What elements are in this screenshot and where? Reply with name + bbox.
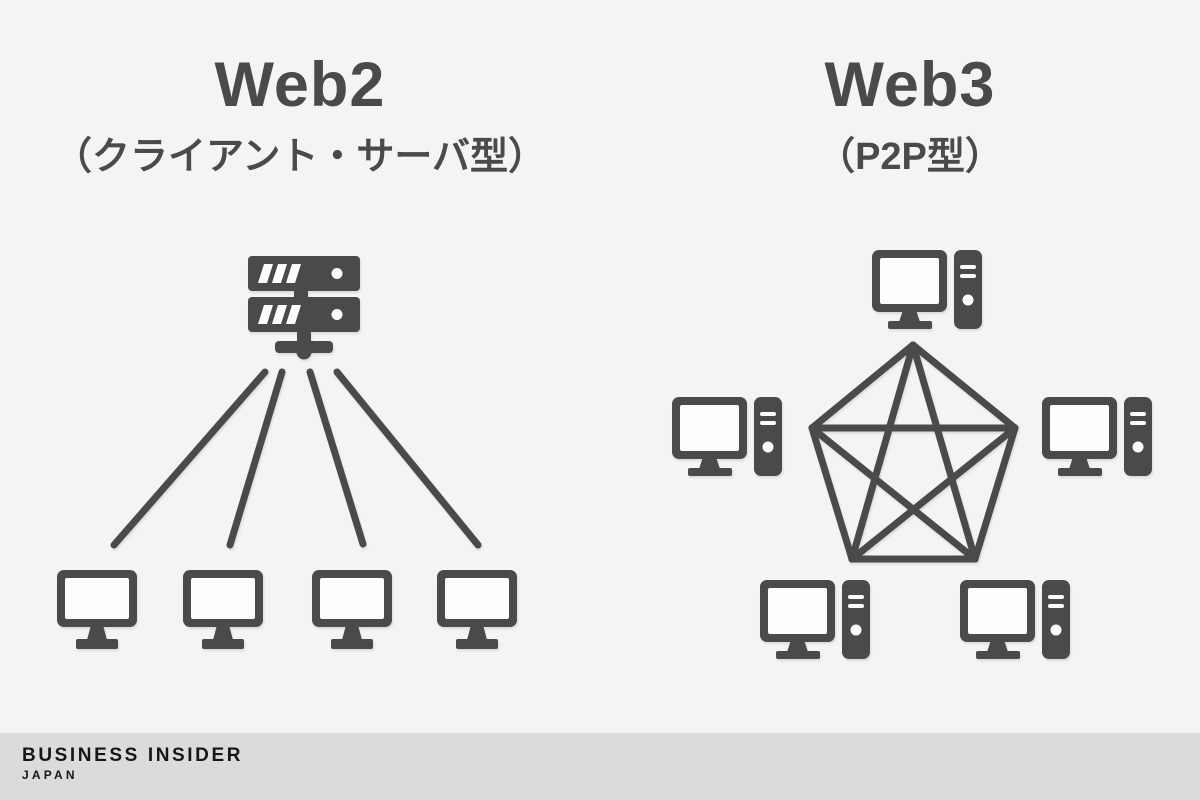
web3-title: Web3 (824, 50, 996, 120)
web3-panel: Web3 （P2P型） (610, 0, 1200, 730)
web2-subtitle: （クライアント・サーバ型） (53, 136, 547, 178)
web3-subtitle: （P2P型） (817, 136, 1003, 178)
web2-title: Web2 (214, 50, 386, 120)
brand-logo: BUSINESS INSIDER JAPAN (22, 745, 243, 782)
brand-name: BUSINESS INSIDER (22, 745, 244, 766)
web2-panel: Web2 （クライアント・サーバ型） (0, 0, 600, 730)
footer-bar: BUSINESS INSIDER JAPAN (0, 733, 1200, 800)
brand-region: JAPAN (22, 768, 78, 782)
